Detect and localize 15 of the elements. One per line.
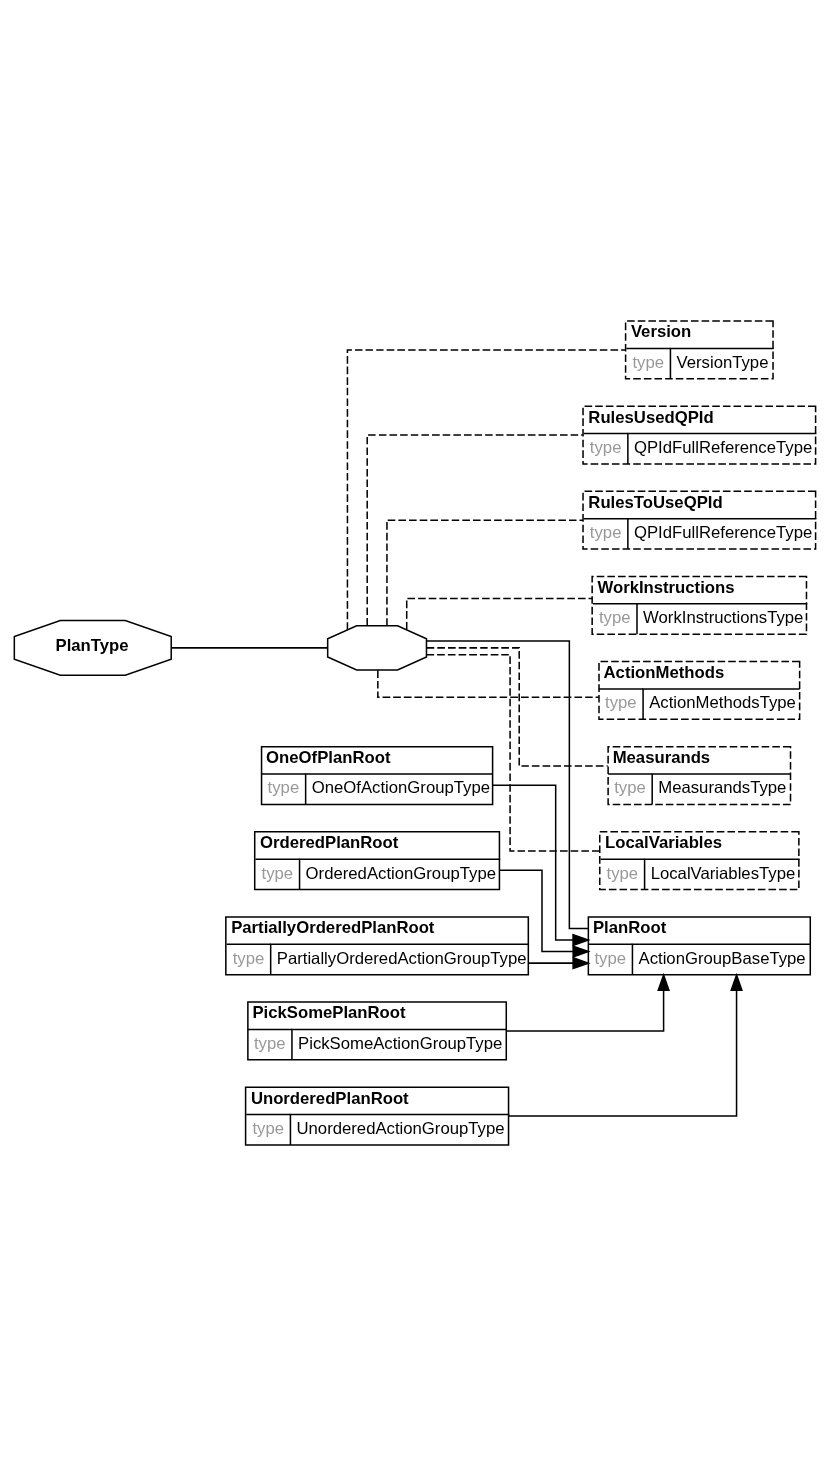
connector — [426, 647, 609, 767]
connector — [346, 349, 627, 631]
arrow — [508, 972, 743, 1117]
node-octagon — [326, 625, 428, 671]
arrow — [505, 972, 670, 1032]
connector — [170, 647, 329, 649]
connector — [425, 640, 589, 930]
connector — [377, 669, 600, 699]
connector — [425, 653, 601, 852]
connector — [366, 434, 584, 627]
connector — [405, 597, 593, 631]
arrow — [498, 869, 591, 958]
arrow — [528, 956, 591, 970]
arrow — [491, 784, 591, 947]
connector — [386, 519, 584, 627]
